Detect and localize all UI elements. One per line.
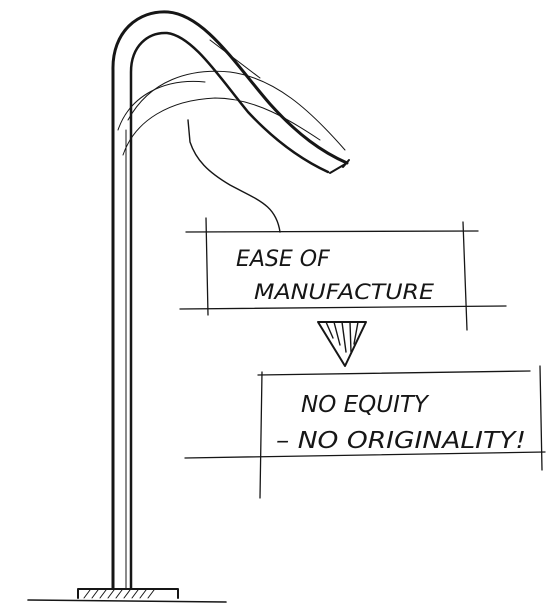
box-bottom-text-line1: NO EQUITY — [301, 392, 430, 418]
faucet-inner-line — [131, 33, 328, 588]
box-bottom-right-line — [540, 366, 542, 470]
box-top-right-line — [463, 222, 467, 330]
construction-arc-1 — [128, 71, 345, 150]
box-top-text-line2: MANUFACTURE — [254, 280, 435, 304]
pointer-line — [188, 120, 280, 232]
box-top-upper-line — [186, 231, 478, 232]
box-bottom-left-line — [260, 372, 262, 498]
spout-tip — [330, 160, 349, 173]
box-bottom-text-line2: – NO ORIGINALITY! — [276, 428, 526, 454]
box-top-lower-line — [180, 306, 506, 309]
base-hatch — [84, 590, 154, 598]
box-bottom-upper-line — [258, 371, 530, 375]
ground-line — [28, 600, 226, 602]
down-arrow — [318, 322, 366, 366]
box-top-text-line1: EASE OF — [236, 247, 330, 272]
faucet-sketch — [28, 12, 349, 602]
annotation-box-bottom: NO EQUITY – NO ORIGINALITY! — [185, 366, 545, 498]
annotation-box-top: EASE OF MANUFACTURE — [180, 218, 506, 330]
